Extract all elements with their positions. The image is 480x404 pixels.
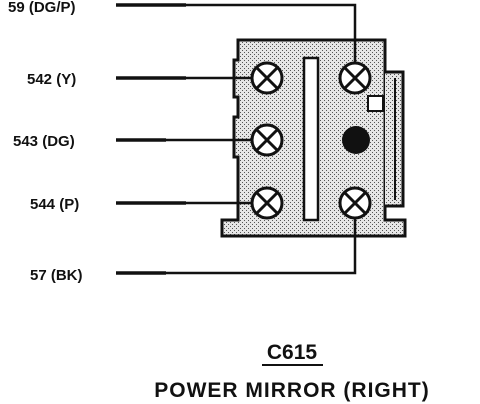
connector-name: POWER MIRROR (RIGHT) bbox=[154, 379, 429, 402]
blocked-cavity bbox=[342, 126, 370, 154]
wire-label-542: 542 (Y) bbox=[27, 71, 76, 88]
terminal-pin-1 bbox=[250, 61, 284, 95]
divider-slot bbox=[302, 56, 320, 222]
key-square bbox=[367, 95, 384, 112]
terminal-pin-4 bbox=[250, 186, 284, 220]
terminal-pin-3 bbox=[250, 123, 284, 157]
wire-label-59: 59 (DG/P) bbox=[8, 0, 76, 16]
wire-label-57: 57 (BK) bbox=[30, 267, 83, 284]
wire-57 bbox=[116, 218, 357, 275]
wire-label-543: 543 (DG) bbox=[13, 133, 75, 150]
terminal-pin-2 bbox=[338, 61, 372, 95]
connector-housing bbox=[220, 38, 407, 238]
terminal-pin-5 bbox=[338, 186, 372, 220]
connector-id: C615 bbox=[267, 341, 318, 364]
wire-59 bbox=[116, 3, 357, 63]
wire-label-544: 544 (P) bbox=[30, 196, 79, 213]
